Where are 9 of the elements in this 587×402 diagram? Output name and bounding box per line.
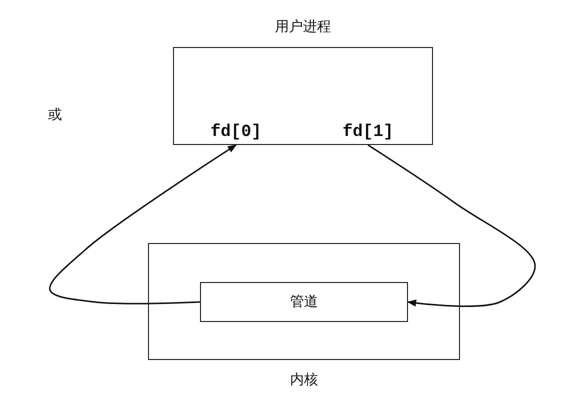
box-heading: 用户进程 bbox=[275, 18, 331, 36]
box-heading: 内核 bbox=[290, 371, 318, 389]
arrow bbox=[368, 144, 536, 307]
descriptor-label: fd[0] bbox=[193, 121, 279, 145]
arrow bbox=[49, 144, 237, 304]
note-label: 或 bbox=[48, 106, 62, 124]
pipe-box bbox=[200, 282, 408, 322]
descriptor-label: fd[1] bbox=[325, 121, 411, 145]
box-label: 管道 bbox=[290, 293, 318, 311]
